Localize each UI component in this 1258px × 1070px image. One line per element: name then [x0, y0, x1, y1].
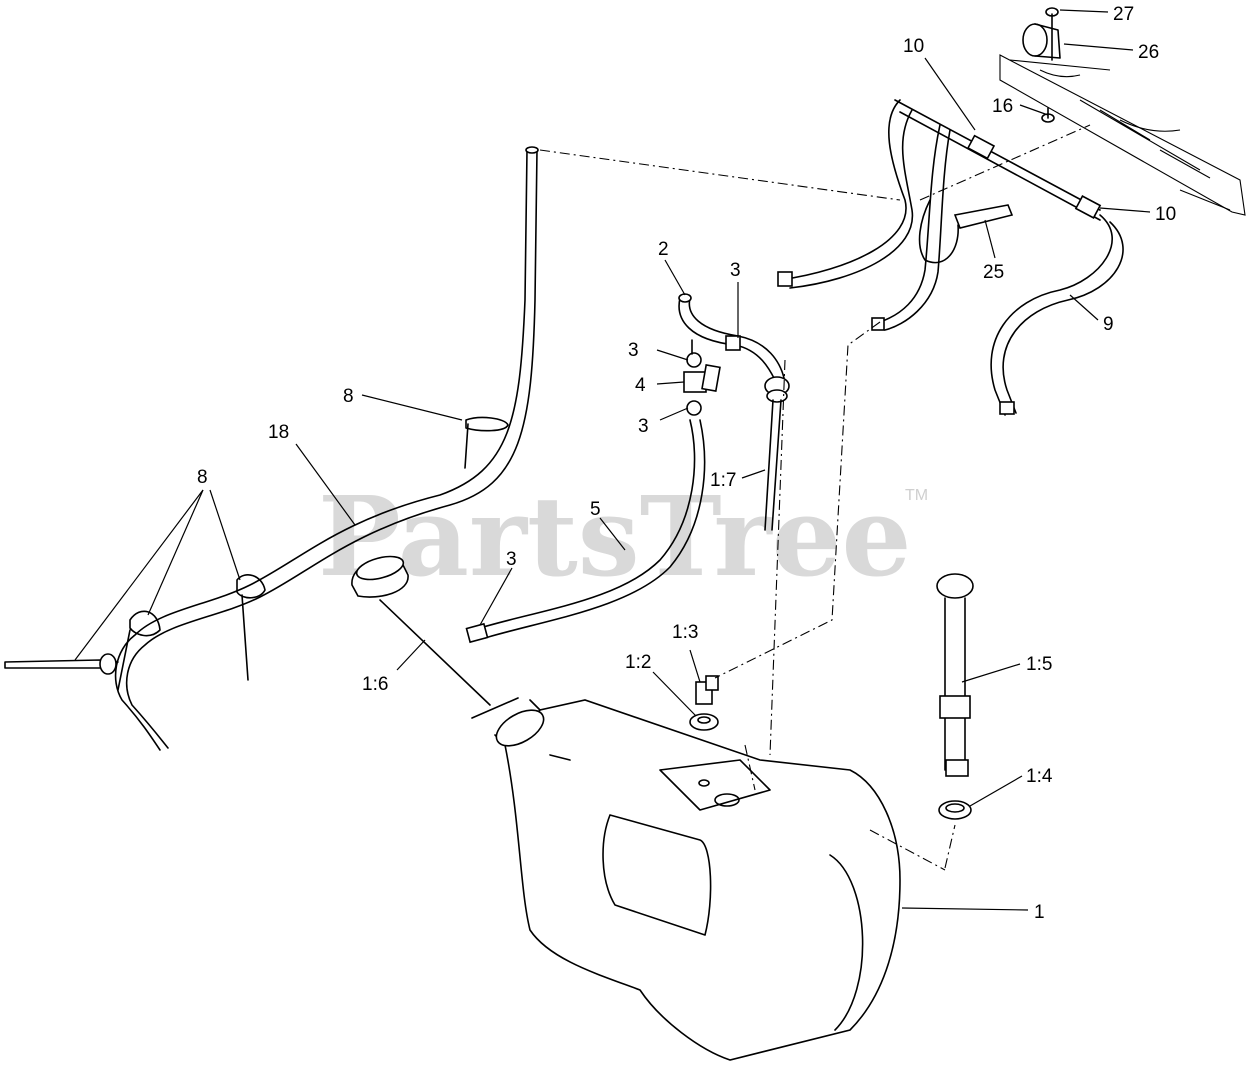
- fuel-line-part-5: [465, 419, 706, 644]
- callout-3: 3: [628, 340, 639, 361]
- cable-tie-part-8: [4, 416, 509, 691]
- callout-10: 10: [903, 36, 924, 57]
- callout-4: 4: [635, 375, 646, 396]
- fuel-valve-part-4: [683, 352, 721, 416]
- callout-1-4: 1:4: [1026, 766, 1053, 787]
- callout-1-2: 1:2: [625, 652, 651, 673]
- clamp-part-26: [1022, 23, 1061, 59]
- callout-16: 16: [992, 96, 1013, 117]
- callout-1-6: 1:6: [362, 674, 388, 695]
- fuel-line-part-18: [114, 146, 539, 751]
- upper-hose-assembly: [777, 99, 1124, 416]
- callout-27: 27: [1113, 4, 1134, 25]
- watermark-trademark: TM: [905, 487, 928, 504]
- fuel-pickup-part-1-7: [764, 376, 790, 531]
- callout-3: 3: [730, 260, 741, 281]
- callout-1: 1: [1034, 902, 1045, 923]
- callout-1-7: 1:7: [710, 470, 736, 491]
- fuel-gauge-part-1-5: [936, 573, 974, 777]
- callout-5: 5: [590, 499, 601, 520]
- callout-2: 2: [658, 239, 669, 260]
- callout-18: 18: [268, 422, 289, 443]
- grommet-part-1-4: [938, 800, 972, 820]
- callout-1-3: 1:3: [672, 622, 698, 643]
- callout-10: 10: [1155, 204, 1176, 225]
- bolt-part-27: [1045, 7, 1059, 61]
- callout-3: 3: [506, 549, 517, 570]
- frame-bracket: [999, 54, 1246, 216]
- routing-dash-lines: [539, 124, 1091, 871]
- callout-26: 26: [1138, 42, 1159, 63]
- callout-3: 3: [638, 416, 649, 437]
- callout-1-5: 1:5: [1026, 654, 1052, 675]
- fitting-part-1-3: [695, 675, 719, 705]
- callout-25: 25: [983, 262, 1004, 283]
- callout-labels: 27 26 10 16 10 25 9 2 3 3 4 3 8 18 8 1:7…: [197, 4, 1176, 923]
- callout-9: 9: [1103, 314, 1114, 335]
- callout-8: 8: [343, 386, 354, 407]
- fuel-cap-part-1-6: [351, 555, 519, 719]
- leader-lines: [74, 9, 1151, 911]
- bolt-part-16: [1041, 107, 1055, 123]
- callout-8: 8: [197, 467, 208, 488]
- grommet-part-1-2: [689, 713, 719, 731]
- fuel-tank-part-1: [494, 699, 901, 1061]
